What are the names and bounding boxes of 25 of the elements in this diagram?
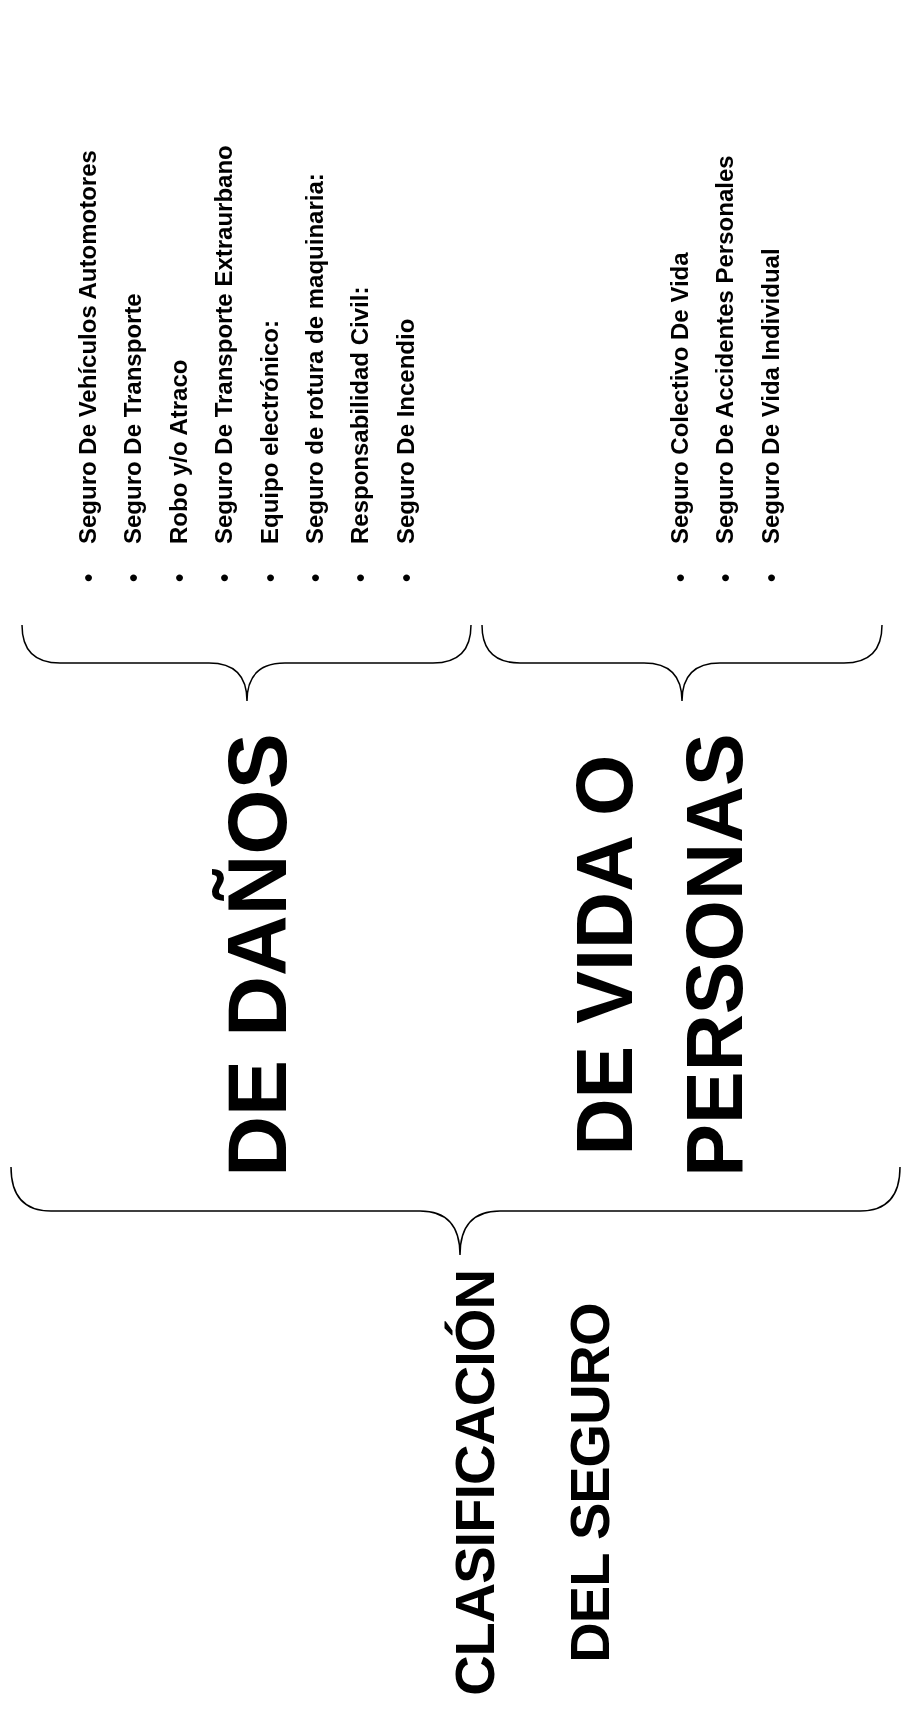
list-item: Responsabilidad Civil: [345,286,375,544]
list-item: Seguro de rotura de maquinaria: [300,173,330,544]
category-heading: DE DAÑOS [209,732,305,1179]
list-item: Equipo electrónico: [254,320,284,544]
bullet: • [254,572,284,582]
main-heading: CLASIFICACIÓN DEL SEGURO [442,1269,622,1698]
bullet: • [209,572,239,582]
list-item: Seguro De Transporte [118,293,148,544]
list-item: Seguro De Vida Individual [755,248,785,544]
bullet: • [345,572,375,582]
bullet: • [118,572,148,582]
category-heading: DE VIDA O PERSONAS [559,732,760,1179]
bullet: • [390,572,420,582]
list-item: Seguro Colectivo De Vida [665,252,694,544]
list-item: Seguro De Accidentes Personales [710,155,740,544]
list-item: Seguro De Transporte Extraurbano [209,145,239,544]
bullet: • [73,572,102,582]
bullet: • [710,572,740,582]
bullet: • [755,572,785,582]
bullet: • [163,572,193,582]
bullet: • [300,572,330,582]
list-item: Seguro De Incendio [390,318,420,544]
bullet: • [665,572,694,582]
list-item: Seguro De Vehículos Automotores [73,150,102,544]
list-item: Robo y/o Atraco [163,359,193,544]
